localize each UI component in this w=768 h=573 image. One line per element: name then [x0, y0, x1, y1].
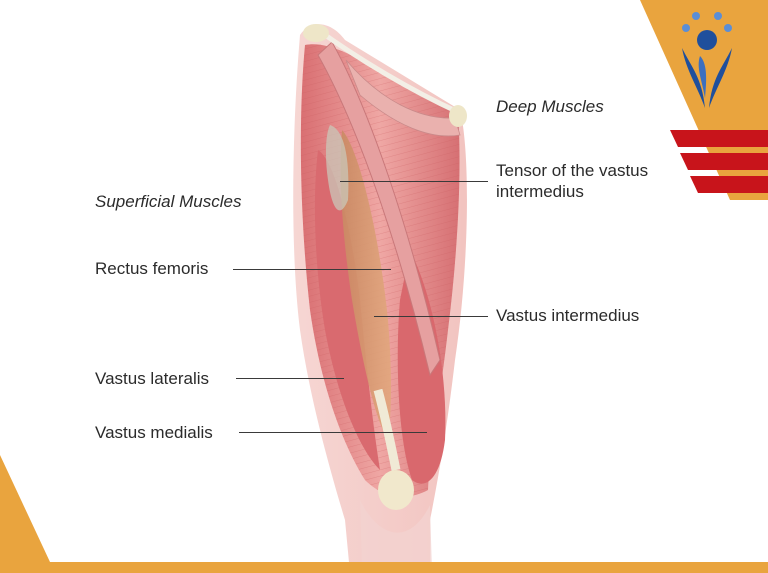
label-tensor-line1: Tensor of the vastus [496, 161, 649, 180]
wellness-logo-icon [682, 12, 732, 108]
bottom-accent-bar [0, 562, 768, 573]
deep-muscles-heading: Deep Muscles [496, 97, 604, 116]
leader-tensor [340, 181, 488, 182]
label-rectus-femoris: Rectus femoris [95, 259, 209, 278]
leader-rectus-femoris [233, 269, 391, 270]
leader-vastus-intermedius [374, 316, 488, 317]
leader-vastus-lateralis [236, 378, 344, 379]
label-vastus-intermedius: Vastus intermedius [496, 306, 640, 325]
label-vastus-lateralis: Vastus lateralis [95, 369, 210, 388]
superficial-muscles-heading: Superficial Muscles [95, 192, 242, 211]
label-tensor-line2: intermedius [496, 182, 584, 201]
corner-accent [0, 455, 50, 562]
leader-vastus-medialis [239, 432, 427, 433]
label-vastus-medialis: Vastus medialis [95, 423, 213, 442]
